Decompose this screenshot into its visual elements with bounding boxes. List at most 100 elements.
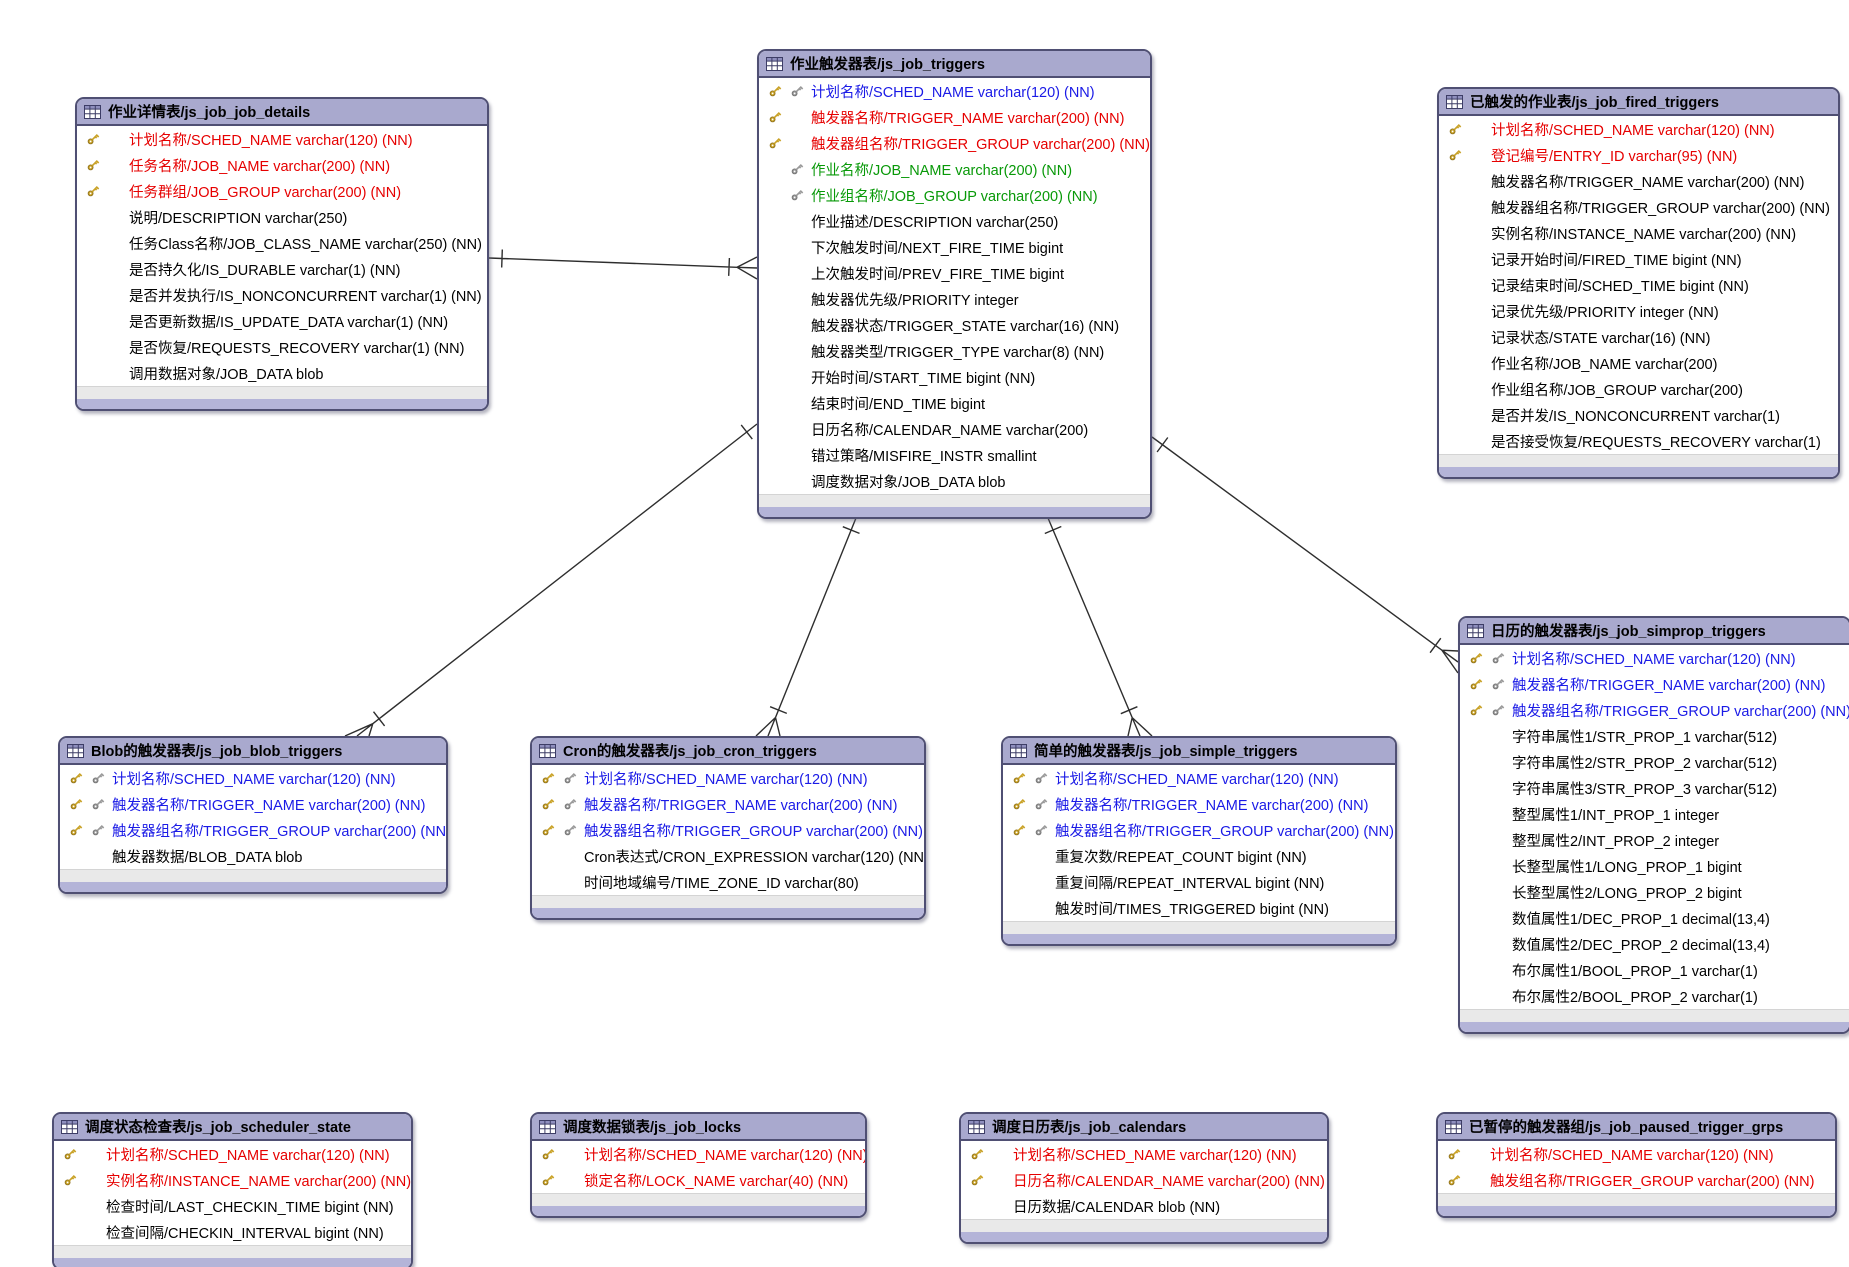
column-row[interactable]: 触发器数据/BLOB_DATA blob bbox=[60, 843, 446, 869]
column-row[interactable]: 计划名称/SCHED_NAME varchar(120) (NN) bbox=[1438, 1141, 1835, 1167]
column-row[interactable]: 记录结束时间/SCHED_TIME bigint (NN) bbox=[1439, 272, 1838, 298]
column-row[interactable]: 锁定名称/LOCK_NAME varchar(40) (NN) bbox=[532, 1167, 865, 1193]
table-header[interactable]: 作业触发器表/js_job_triggers bbox=[759, 51, 1150, 78]
column-row[interactable]: 计划名称/SCHED_NAME varchar(120) (NN) bbox=[1003, 765, 1395, 791]
column-row[interactable]: 作业描述/DESCRIPTION varchar(250) bbox=[759, 208, 1150, 234]
column-row[interactable]: 计划名称/SCHED_NAME varchar(120) (NN) bbox=[1439, 116, 1838, 142]
column-row[interactable]: 计划名称/SCHED_NAME varchar(120) (NN) bbox=[532, 1141, 865, 1167]
column-row[interactable]: 是否接受恢复/REQUESTS_RECOVERY varchar(1) bbox=[1439, 428, 1838, 454]
table-header[interactable]: Blob的触发器表/js_job_blob_triggers bbox=[60, 738, 446, 765]
column-row[interactable]: 调用数据对象/JOB_DATA blob bbox=[77, 360, 487, 386]
column-row[interactable]: 整型属性2/INT_PROP_2 integer bbox=[1460, 827, 1849, 853]
column-row[interactable]: 计划名称/SCHED_NAME varchar(120) (NN) bbox=[77, 126, 487, 152]
column-row[interactable]: 下次触发时间/NEXT_FIRE_TIME bigint bbox=[759, 234, 1150, 260]
column-row[interactable]: 是否恢复/REQUESTS_RECOVERY varchar(1) (NN) bbox=[77, 334, 487, 360]
column-row[interactable]: 数值属性1/DEC_PROP_1 decimal(13,4) bbox=[1460, 905, 1849, 931]
column-row[interactable]: 是否更新数据/IS_UPDATE_DATA varchar(1) (NN) bbox=[77, 308, 487, 334]
table-header[interactable]: 日历的触发器表/js_job_simprop_triggers bbox=[1460, 618, 1849, 645]
column-row[interactable]: 作业名称/JOB_NAME varchar(200) bbox=[1439, 350, 1838, 376]
column-row[interactable]: 实例名称/INSTANCE_NAME varchar(200) (NN) bbox=[1439, 220, 1838, 246]
column-row[interactable]: 触发器状态/TRIGGER_STATE varchar(16) (NN) bbox=[759, 312, 1150, 338]
column-row[interactable]: 字符串属性1/STR_PROP_1 varchar(512) bbox=[1460, 723, 1849, 749]
column-row[interactable]: 布尔属性2/BOOL_PROP_2 varchar(1) bbox=[1460, 983, 1849, 1009]
column-row[interactable]: 是否并发/IS_NONCONCURRENT varchar(1) bbox=[1439, 402, 1838, 428]
table-header[interactable]: 作业详情表/js_job_job_details bbox=[77, 99, 487, 126]
column-row[interactable]: 错过策略/MISFIRE_INSTR smallint bbox=[759, 442, 1150, 468]
column-row[interactable]: 触发器名称/TRIGGER_NAME varchar(200) (NN) bbox=[1460, 671, 1849, 697]
column-row[interactable]: 调度数据对象/JOB_DATA blob bbox=[759, 468, 1150, 494]
column-row[interactable]: 字符串属性2/STR_PROP_2 varchar(512) bbox=[1460, 749, 1849, 775]
column-row[interactable]: 记录状态/STATE varchar(16) (NN) bbox=[1439, 324, 1838, 350]
column-row[interactable]: 触发器组名称/TRIGGER_GROUP varchar(200) (NN) bbox=[532, 817, 924, 843]
table-header[interactable]: 已暂停的触发器组/js_job_paused_trigger_grps bbox=[1438, 1114, 1835, 1141]
column-row[interactable]: 记录开始时间/FIRED_TIME bigint (NN) bbox=[1439, 246, 1838, 272]
column-row[interactable]: 触发组名称/TRIGGER_GROUP varchar(200) (NN) bbox=[1438, 1167, 1835, 1193]
column-row[interactable]: 作业组名称/JOB_GROUP varchar(200) bbox=[1439, 376, 1838, 402]
relationship-js_job_triggers-to-js_job_simple_triggers[interactable] bbox=[1044, 517, 1153, 737]
column-row[interactable]: 开始时间/START_TIME bigint (NN) bbox=[759, 364, 1150, 390]
column-row[interactable]: 计划名称/SCHED_NAME varchar(120) (NN) bbox=[60, 765, 446, 791]
column-row[interactable]: 上次触发时间/PREV_FIRE_TIME bigint bbox=[759, 260, 1150, 286]
column-row[interactable]: 任务Class名称/JOB_CLASS_NAME varchar(250) (N… bbox=[77, 230, 487, 256]
column-row[interactable]: 检查间隔/CHECKIN_INTERVAL bigint (NN) bbox=[54, 1219, 411, 1245]
column-row[interactable]: 触发器名称/TRIGGER_NAME varchar(200) (NN) bbox=[1003, 791, 1395, 817]
column-row[interactable]: 触发器优先级/PRIORITY integer bbox=[759, 286, 1150, 312]
column-row[interactable]: 日历数据/CALENDAR blob (NN) bbox=[961, 1193, 1327, 1219]
relationship-js_job_triggers-to-js_job_simprop_triggers[interactable] bbox=[1151, 436, 1459, 674]
column-row[interactable]: 触发器组名称/TRIGGER_GROUP varchar(200) (NN) bbox=[1460, 697, 1849, 723]
column-row[interactable]: 数值属性2/DEC_PROP_2 decimal(13,4) bbox=[1460, 931, 1849, 957]
column-row[interactable]: 是否持久化/IS_DURABLE varchar(1) (NN) bbox=[77, 256, 487, 282]
column-row[interactable]: 记录优先级/PRIORITY integer (NN) bbox=[1439, 298, 1838, 324]
relationship-js_job_triggers-to-js_job_blob_triggers[interactable] bbox=[344, 423, 758, 737]
column-row[interactable]: 说明/DESCRIPTION varchar(250) bbox=[77, 204, 487, 230]
column-row[interactable]: 日历名称/CALENDAR_NAME varchar(200) (NN) bbox=[961, 1167, 1327, 1193]
table-header[interactable]: 简单的触发器表/js_job_simple_triggers bbox=[1003, 738, 1395, 765]
column-row[interactable]: 作业组名称/JOB_GROUP varchar(200) (NN) bbox=[759, 182, 1150, 208]
column-row[interactable]: 结束时间/END_TIME bigint bbox=[759, 390, 1150, 416]
table-header[interactable]: 已触发的作业表/js_job_fired_triggers bbox=[1439, 89, 1838, 116]
column-row[interactable]: Cron表达式/CRON_EXPRESSION varchar(120) (NN… bbox=[532, 843, 924, 869]
column-row[interactable]: 触发器组名称/TRIGGER_GROUP varchar(200) (NN) bbox=[759, 130, 1150, 156]
column-row[interactable]: 任务群组/JOB_GROUP varchar(200) (NN) bbox=[77, 178, 487, 204]
column-row[interactable]: 登记编号/ENTRY_ID varchar(95) (NN) bbox=[1439, 142, 1838, 168]
column-row[interactable]: 触发器名称/TRIGGER_NAME varchar(200) (NN) bbox=[759, 104, 1150, 130]
column-row[interactable]: 触发器组名称/TRIGGER_GROUP varchar(200) (NN) bbox=[60, 817, 446, 843]
column-row[interactable]: 触发器类型/TRIGGER_TYPE varchar(8) (NN) bbox=[759, 338, 1150, 364]
column-row[interactable]: 触发器名称/TRIGGER_NAME varchar(200) (NN) bbox=[532, 791, 924, 817]
column-row[interactable]: 任务名称/JOB_NAME varchar(200) (NN) bbox=[77, 152, 487, 178]
column-row[interactable]: 计划名称/SCHED_NAME varchar(120) (NN) bbox=[532, 765, 924, 791]
column-row[interactable]: 长整型属性2/LONG_PROP_2 bigint bbox=[1460, 879, 1849, 905]
table-header[interactable]: 调度状态检查表/js_job_scheduler_state bbox=[54, 1114, 411, 1141]
table-header[interactable]: 调度日历表/js_job_calendars bbox=[961, 1114, 1327, 1141]
relationship-js_job_job_details-to-js_job_triggers[interactable] bbox=[488, 249, 758, 280]
column-row[interactable]: 触发器组名称/TRIGGER_GROUP varchar(200) (NN) bbox=[1003, 817, 1395, 843]
column-row[interactable]: 时间地域编号/TIME_ZONE_ID varchar(80) bbox=[532, 869, 924, 895]
column-row[interactable]: 重复间隔/REPEAT_INTERVAL bigint (NN) bbox=[1003, 869, 1395, 895]
column-row[interactable]: 作业名称/JOB_NAME varchar(200) (NN) bbox=[759, 156, 1150, 182]
relationship-js_job_triggers-to-js_job_cron_triggers[interactable] bbox=[755, 517, 860, 737]
column-row[interactable]: 日历名称/CALENDAR_NAME varchar(200) bbox=[759, 416, 1150, 442]
column-row[interactable]: 实例名称/INSTANCE_NAME varchar(200) (NN) bbox=[54, 1167, 411, 1193]
column-row[interactable]: 计划名称/SCHED_NAME varchar(120) (NN) bbox=[54, 1141, 411, 1167]
column-row[interactable]: 计划名称/SCHED_NAME varchar(120) (NN) bbox=[759, 78, 1150, 104]
column-row[interactable]: 字符串属性3/STR_PROP_3 varchar(512) bbox=[1460, 775, 1849, 801]
column-row[interactable]: 长整型属性1/LONG_PROP_1 bigint bbox=[1460, 853, 1849, 879]
table-header[interactable]: Cron的触发器表/js_job_cron_triggers bbox=[532, 738, 924, 765]
column-row[interactable]: 触发时间/TIMES_TRIGGERED bigint (NN) bbox=[1003, 895, 1395, 921]
column-row[interactable]: 触发器名称/TRIGGER_NAME varchar(200) (NN) bbox=[60, 791, 446, 817]
column-row[interactable]: 计划名称/SCHED_NAME varchar(120) (NN) bbox=[961, 1141, 1327, 1167]
column-row[interactable]: 触发器组名称/TRIGGER_GROUP varchar(200) (NN) bbox=[1439, 194, 1838, 220]
column-row[interactable]: 计划名称/SCHED_NAME varchar(120) (NN) bbox=[1460, 645, 1849, 671]
column-row[interactable]: 是否并发执行/IS_NONCONCURRENT varchar(1) (NN) bbox=[77, 282, 487, 308]
column-row[interactable]: 布尔属性1/BOOL_PROP_1 varchar(1) bbox=[1460, 957, 1849, 983]
column-row[interactable]: 整型属性1/INT_PROP_1 integer bbox=[1460, 801, 1849, 827]
